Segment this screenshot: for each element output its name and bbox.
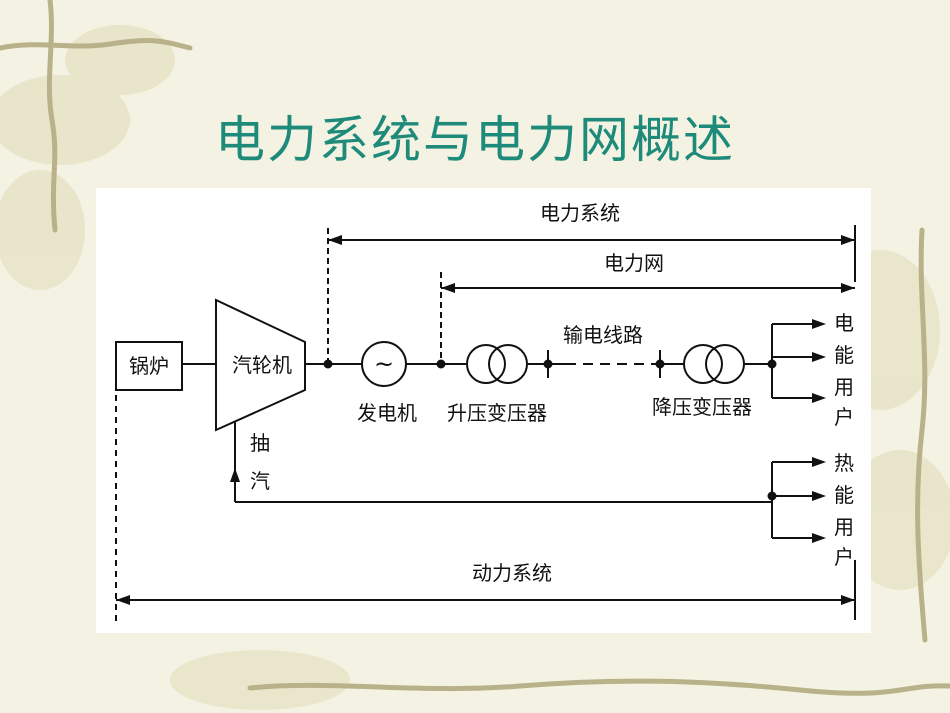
power-system-label: 电力系统	[540, 201, 620, 225]
heat-users-label-3: 用	[834, 515, 854, 539]
diagram-panel	[96, 188, 871, 633]
electric-users-label-4: 户	[834, 405, 854, 429]
electric-users-label-1: 电	[834, 311, 854, 335]
power-grid-label: 电力网	[604, 251, 664, 275]
step-up-transformer-coil-1	[466, 344, 506, 384]
step-down-transformer-coil-1	[683, 344, 723, 384]
generator-symbol: ~	[374, 350, 394, 378]
extraction-steam-label-1: 抽	[250, 431, 270, 455]
heat-users-label-2: 能	[834, 483, 854, 507]
heat-users-label-1: 热	[834, 451, 854, 475]
generator-label: 发电机	[357, 401, 417, 425]
dynamic-system-label: 动力系统	[472, 561, 552, 585]
transmission-line-label: 输电线路	[563, 323, 643, 347]
electric-users-label-3: 用	[834, 375, 854, 399]
step-up-transformer-coil-2	[488, 344, 528, 384]
boiler-label: 锅炉	[129, 354, 169, 378]
step-up-transformer-label: 升压变压器	[447, 401, 547, 425]
boiler-box	[115, 341, 183, 391]
step-down-transformer-coil-2	[705, 344, 745, 384]
heat-users-label-4: 户	[834, 545, 854, 569]
turbine-label: 汽轮机	[232, 353, 292, 377]
step-down-transformer-label: 降压变压器	[652, 395, 752, 419]
extraction-steam-label-2: 汽	[250, 469, 270, 493]
slide-title: 电力系统与电力网概述	[215, 111, 735, 169]
turbine-shape	[215, 298, 306, 432]
electric-users-label-2: 能	[834, 343, 854, 367]
